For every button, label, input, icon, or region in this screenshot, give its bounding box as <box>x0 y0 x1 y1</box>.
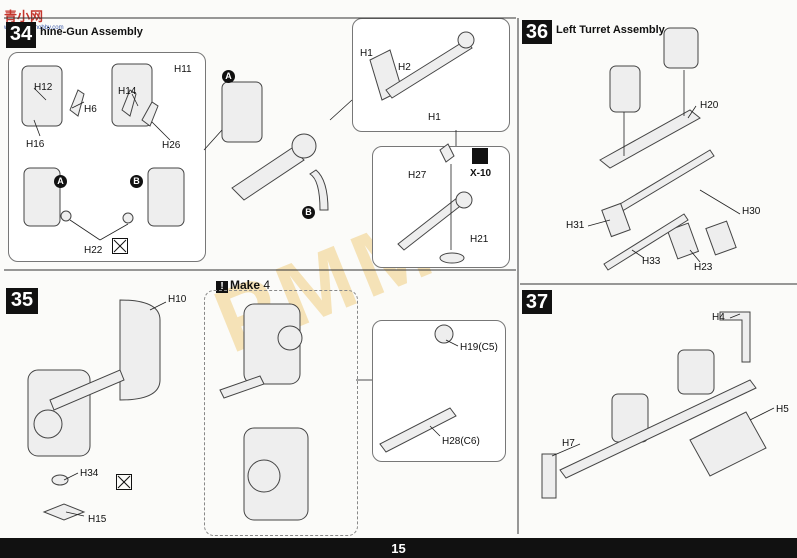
part-label-h6: H6 <box>84 104 97 115</box>
decal-icon <box>472 148 488 164</box>
make-4-box <box>204 290 358 536</box>
step-34-parts <box>21 31 475 264</box>
part-label-h12: H12 <box>34 82 53 93</box>
step-34-number: 34 <box>6 22 36 48</box>
part-label-h5: H5 <box>776 404 789 415</box>
cut-part-icon-2 <box>116 474 132 490</box>
callout-b-1: B <box>130 175 143 188</box>
part-label-h34: H34 <box>80 468 99 479</box>
part-label-h22: H22 <box>84 245 103 256</box>
part-label-h2: H2 <box>398 62 411 73</box>
page-number: 15 <box>391 541 406 556</box>
part-label-h11: H11 <box>174 64 192 75</box>
callout-a-1: A <box>222 70 235 83</box>
part-label-h33: H33 <box>642 256 661 267</box>
step-37-leaders <box>551 313 775 457</box>
step-36-title: Left Turret Assembly <box>556 24 665 36</box>
footer-bar <box>0 538 797 558</box>
make-label: Make <box>230 278 261 292</box>
part-label-h7: H7 <box>562 438 575 449</box>
part-label-h14: H14 <box>118 86 137 97</box>
step-36-parts <box>599 27 737 271</box>
part-label-h4: H4 <box>712 312 725 323</box>
make-count: 4 <box>263 278 271 292</box>
part-label-h19: H19(C5) <box>460 342 498 353</box>
step-35-number: 35 <box>6 288 38 314</box>
part-label-h1-bottom: H1 <box>428 112 441 123</box>
step-35-parts <box>27 299 457 521</box>
part-label-h28: H28(C6) <box>442 436 480 447</box>
site-logo-text: 青小网 <box>4 9 44 24</box>
step-34-title: hine-Gun Assembly <box>40 26 143 38</box>
part-label-h27: H27 <box>408 170 427 181</box>
part-label-h16: H16 <box>26 139 45 150</box>
part-label-h31: H31 <box>566 220 585 231</box>
step-37-parts <box>541 311 767 499</box>
step-36-number: 36 <box>522 20 552 44</box>
step-37-number: 37 <box>522 290 552 314</box>
step-34-leaders <box>33 87 457 250</box>
part-label-h21: H21 <box>470 234 489 245</box>
part-label-h10: H10 <box>168 294 187 305</box>
part-label-h26: H26 <box>162 140 181 151</box>
callout-b-2: B <box>302 206 315 219</box>
sub-assembly-box-gun <box>372 146 510 268</box>
remove-part-icons <box>113 239 131 489</box>
step-36-leaders <box>587 70 741 263</box>
part-label-x10: X-10 <box>470 168 492 179</box>
part-label-h30: H30 <box>742 206 761 217</box>
part-label-h20: H20 <box>700 100 719 111</box>
cut-part-icon-1 <box>112 238 128 254</box>
make-quantity: !Make 4 <box>216 278 270 293</box>
part-label-h23: H23 <box>694 262 713 273</box>
step-35-leaders <box>63 301 459 517</box>
callout-a-2: A <box>54 175 67 188</box>
part-label-h15: H15 <box>88 514 107 525</box>
part-label-h1-top: H1 <box>360 48 373 59</box>
